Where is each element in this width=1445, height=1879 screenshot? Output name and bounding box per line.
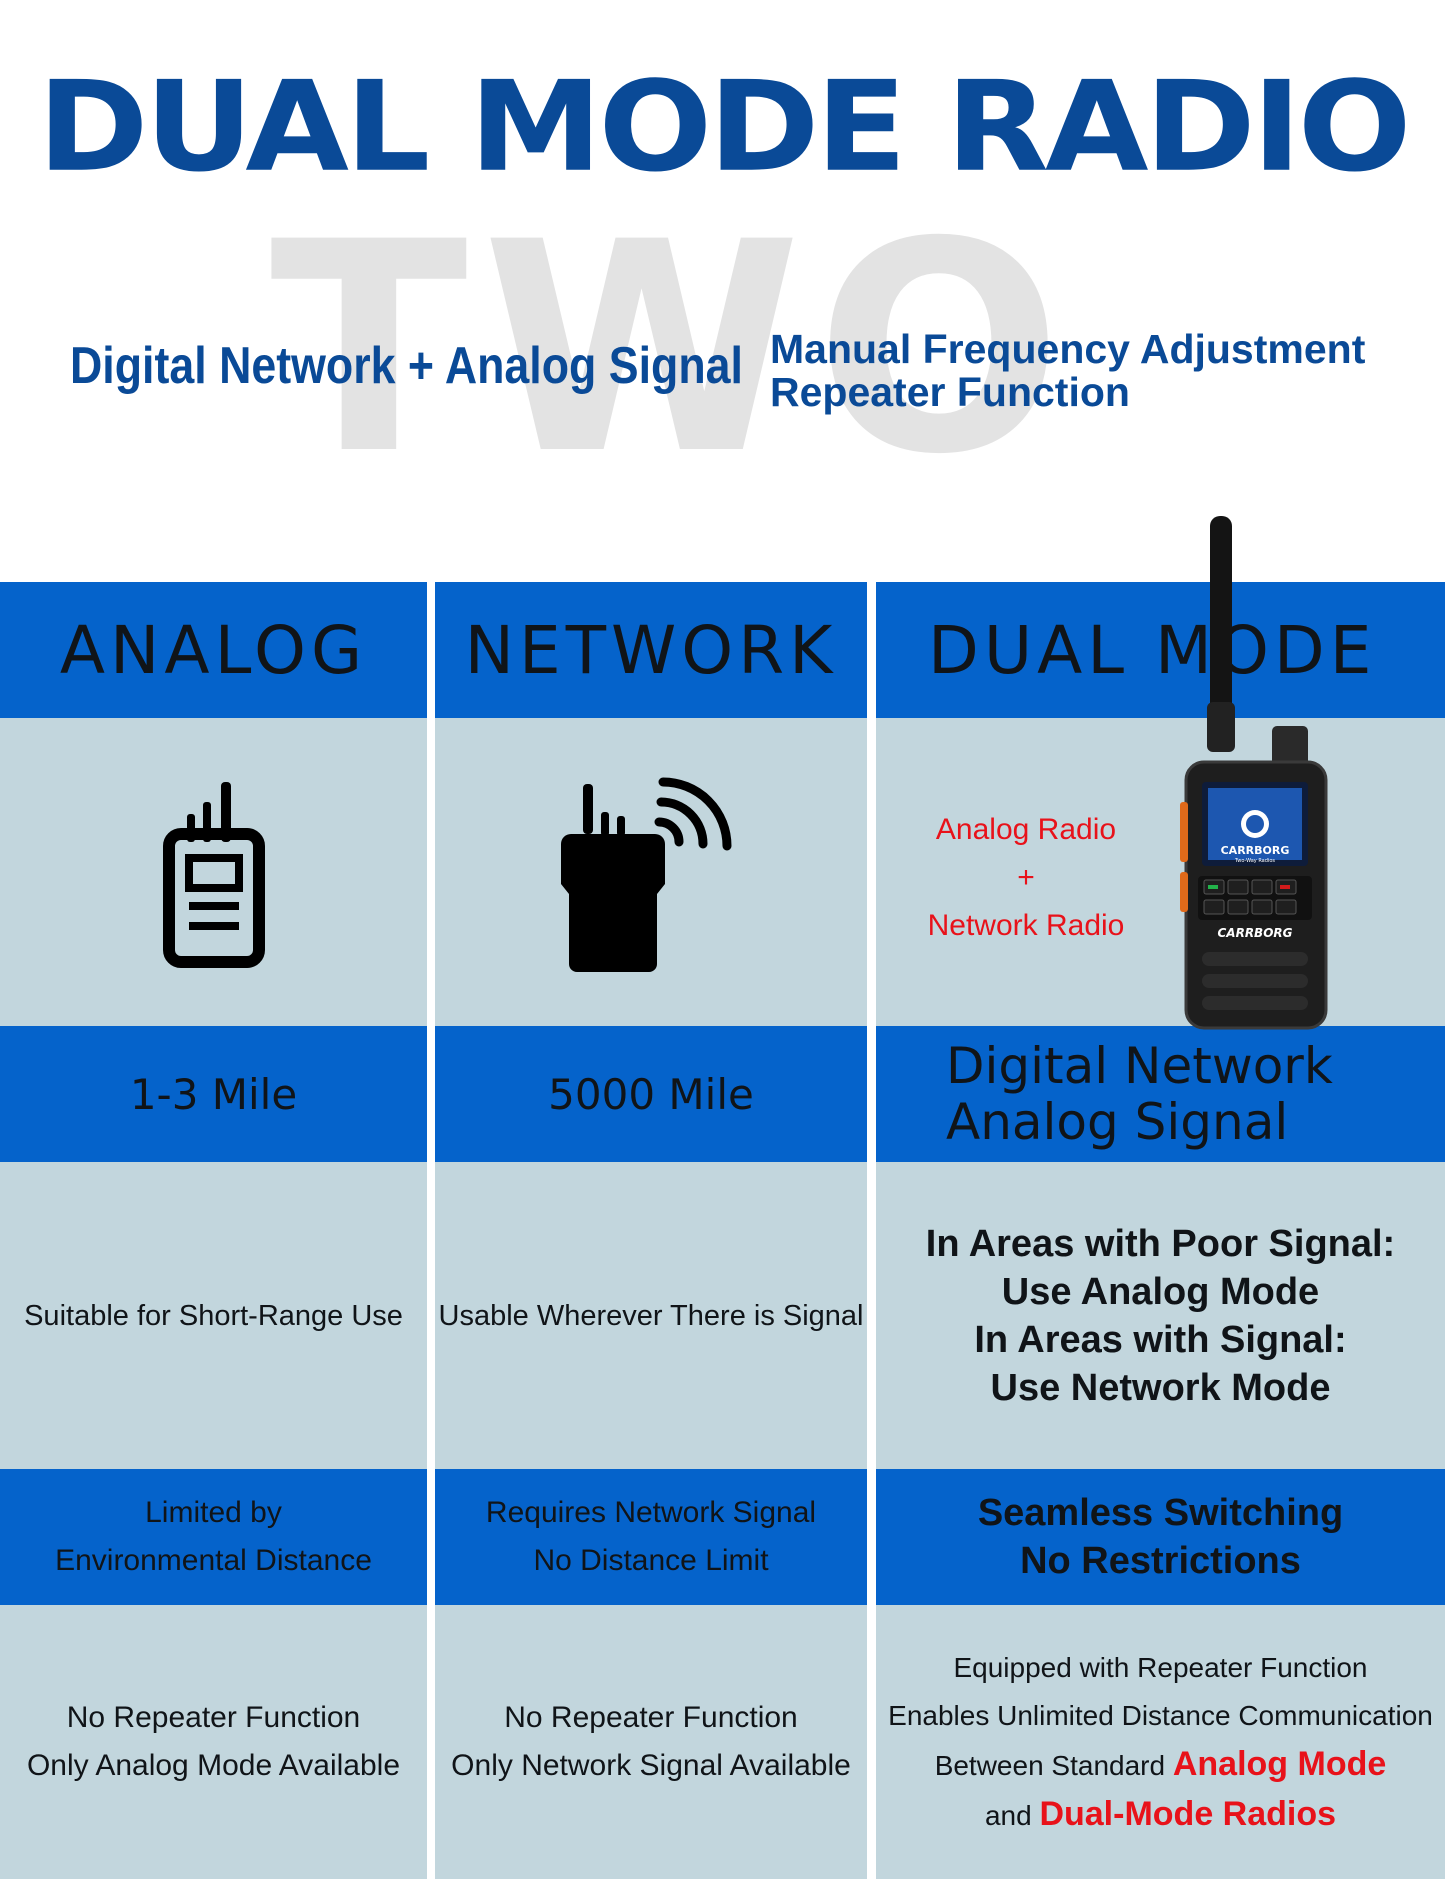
analog-range: 1-3 Mile: [129, 1069, 298, 1119]
subtitle-left: Digital Network + Analog Signal: [70, 337, 743, 395]
dual-mode-limitation-cell: Seamless Switching No Restrictions: [876, 1469, 1445, 1605]
analog-range-cell: 1-3 Mile: [0, 1026, 427, 1162]
dual-mode-repeater-cell: Equipped with Repeater Function Enables …: [876, 1605, 1445, 1879]
network-repeater-line-2: Only Network Signal Available: [451, 1749, 851, 1782]
network-usage-cell: Usable Wherever There is Signal: [435, 1162, 867, 1469]
dual-mode-icon-cell: Analog Radio + Network Radio: [876, 718, 1445, 1026]
repeater-line-4-prefix: and: [984, 1800, 1032, 1831]
analog-usage-cell: Suitable for Short-Range Use: [0, 1162, 427, 1469]
device-body-brand: CARRBORG: [1217, 926, 1292, 940]
radio-note-line-1: Analog Radio: [935, 813, 1117, 846]
network-range: 5000 Mile: [548, 1069, 754, 1119]
dual-mode-repeater-line-2: Enables Unlimited Distance Communication: [888, 1700, 1433, 1731]
network-repeater-line-1: No Repeater Function: [504, 1701, 798, 1734]
network-repeater-cell: No Repeater Function Only Network Signal…: [435, 1605, 867, 1879]
dual-mode-usage-line-2: Use Analog Mode: [1001, 1270, 1320, 1313]
page-title: DUAL MODE RADIO: [37, 54, 1411, 200]
dual-mode-repeater-line-3: Between Standard Analog Mode: [935, 1740, 1387, 1790]
analog-repeater-line-2: Only Analog Mode Available: [26, 1749, 401, 1782]
network-limitation-line-1: Requires Network Signal: [485, 1496, 817, 1529]
dual-mode-usage-cell: In Areas with Poor Signal: Use Analog Mo…: [876, 1162, 1445, 1469]
network-range-cell: 5000 Mile: [435, 1026, 867, 1162]
heading-analog-cell: ANALOG: [0, 582, 427, 718]
dual-mode-usage-line-1: In Areas with Poor Signal:: [925, 1222, 1396, 1265]
subtitle-right: Manual Frequency Adjustment Repeater Fun…: [770, 328, 1445, 414]
dual-mode-repeater-line-1: Equipped with Repeater Function: [953, 1652, 1368, 1683]
heading-analog: ANALOG: [59, 611, 368, 689]
radio-note-line-2: +: [1017, 861, 1035, 894]
heading-dual-mode: DUAL MODE: [928, 611, 1377, 689]
device-screen-brand: CARRBORG: [1221, 844, 1290, 857]
network-limitation-line-2: No Distance Limit: [533, 1544, 769, 1577]
heading-network: NETWORK: [464, 611, 838, 689]
highlight-analog-mode: Analog Mode: [1172, 1745, 1387, 1783]
network-icon-cell: [435, 718, 867, 1026]
subtitle-right-line-2: Repeater Function: [770, 369, 1130, 415]
dual-mode-usage-line-3: In Areas with Signal:: [974, 1318, 1347, 1361]
heading-network-cell: NETWORK: [435, 582, 867, 718]
analog-repeater-line-1: No Repeater Function: [66, 1701, 361, 1734]
heading-dual-mode-cell: DUAL MODE: [876, 582, 1445, 718]
network-usage: Usable Wherever There is Signal: [438, 1299, 864, 1332]
walkie-talkie-signal-icon: [561, 777, 732, 972]
dual-mode-usage-line-4: Use Network Mode: [990, 1366, 1331, 1409]
dual-mode-range-cell: Digital Network Analog Signal: [876, 1026, 1445, 1162]
dual-mode-range-line-2: Analog Signal: [946, 1093, 1289, 1151]
radio-note: Analog Radio + Network Radio: [916, 806, 1136, 950]
dual-mode-repeater-line-4: and Dual-Mode Radios: [985, 1790, 1336, 1840]
analog-limitation-line-1: Limited by: [145, 1496, 282, 1529]
watermark-text: TWO: [270, 181, 1077, 518]
dual-mode-limitation-line-2: No Restrictions: [1020, 1540, 1301, 1582]
walkie-talkie-outline-icon: [162, 782, 265, 968]
repeater-line-3-prefix: Between Standard: [934, 1750, 1166, 1781]
highlight-dual-mode-radios: Dual-Mode Radios: [1039, 1795, 1337, 1833]
analog-limitation-cell: Limited by Environmental Distance: [0, 1469, 427, 1605]
dual-mode-range-line-1: Digital Network: [946, 1037, 1333, 1095]
analog-icon-cell: [0, 718, 427, 1026]
subtitle-right-line-1: Manual Frequency Adjustment: [770, 326, 1366, 372]
analog-limitation-line-2: Environmental Distance: [55, 1544, 372, 1577]
radio-note-line-3: Network Radio: [927, 909, 1125, 942]
radio-device-icon: CARRBORG Two-Way Radios CARRBORG: [1180, 516, 1328, 1030]
dual-mode-limitation-line-1: Seamless Switching: [977, 1492, 1344, 1534]
network-limitation-cell: Requires Network Signal No Distance Limi…: [435, 1469, 867, 1605]
device-screen-sub: Two-Way Radios: [1234, 858, 1275, 864]
analog-repeater-cell: No Repeater Function Only Analog Mode Av…: [0, 1605, 427, 1879]
analog-usage: Suitable for Short-Range Use: [24, 1299, 403, 1332]
